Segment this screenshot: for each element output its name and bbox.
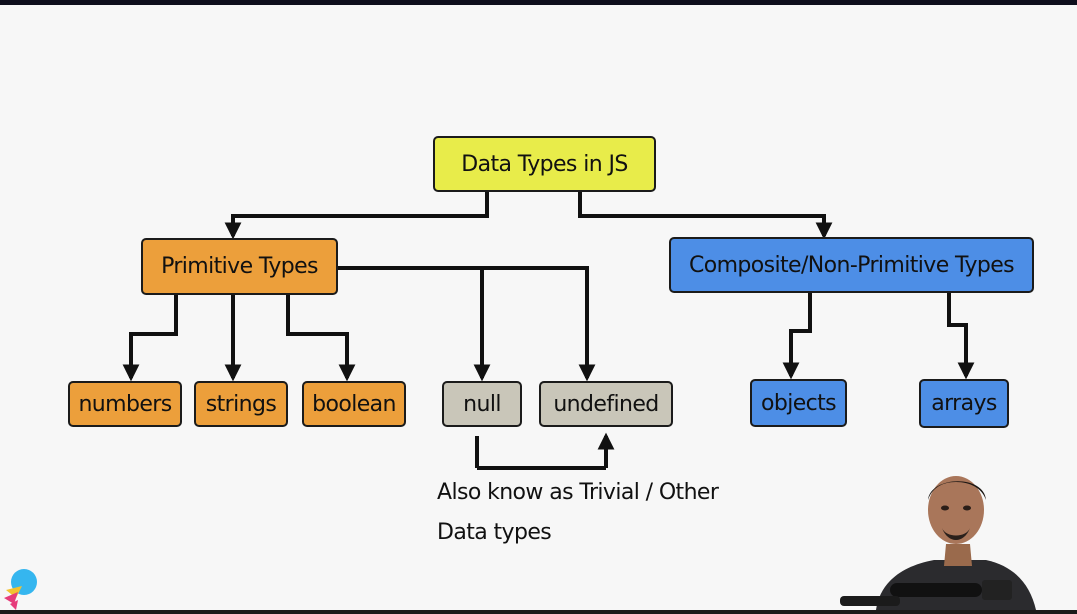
numbers-label: numbers bbox=[78, 391, 172, 417]
objects-label: objects bbox=[760, 390, 837, 416]
arrow-composite-to-arrays bbox=[947, 293, 975, 380]
presenter-webcam bbox=[840, 476, 1036, 610]
note-line-1: Also know as Trivial / Other bbox=[437, 480, 719, 505]
root-label: Data Types in JS bbox=[461, 151, 628, 177]
composite-types-label: Composite/Non-Primitive Types bbox=[688, 252, 1015, 278]
root-node: Data Types in JS bbox=[433, 136, 656, 192]
top-bar bbox=[0, 0, 1077, 5]
arrow-primitive-to-null bbox=[338, 266, 491, 382]
brand-logo-icon bbox=[4, 569, 37, 610]
boolean-label: boolean bbox=[312, 391, 396, 417]
boolean-node: boolean bbox=[302, 381, 406, 427]
arrow-null-undefined-link bbox=[475, 436, 606, 470]
arrow-root-to-composite bbox=[578, 192, 833, 240]
undefined-label: undefined bbox=[553, 391, 659, 417]
null-node: null bbox=[442, 381, 522, 427]
arrays-node: arrays bbox=[919, 379, 1009, 428]
numbers-node: numbers bbox=[68, 381, 182, 427]
arrow-root-to-primitive bbox=[224, 192, 489, 240]
primitive-types-node: Primitive Types bbox=[141, 238, 338, 295]
strings-node: strings bbox=[194, 381, 288, 427]
arrow-primitive-to-numbers bbox=[122, 294, 178, 382]
note-line-2: Data types bbox=[437, 520, 552, 545]
primitive-types-label: Primitive Types bbox=[161, 254, 318, 279]
arrow-primitive-to-undefined bbox=[482, 266, 596, 382]
arrow-primitive-to-boolean bbox=[286, 294, 356, 382]
arrow-composite-to-objects bbox=[782, 293, 812, 380]
objects-node: objects bbox=[750, 379, 847, 427]
strings-label: strings bbox=[205, 391, 277, 417]
undefined-node: undefined bbox=[539, 381, 673, 427]
trivial-types-note: Also know as Trivial / Other Data types bbox=[437, 473, 719, 553]
bottom-bar bbox=[0, 610, 1077, 614]
composite-types-node: Composite/Non-Primitive Types bbox=[669, 237, 1034, 293]
null-label: null bbox=[463, 391, 501, 417]
arrays-label: arrays bbox=[931, 391, 997, 416]
